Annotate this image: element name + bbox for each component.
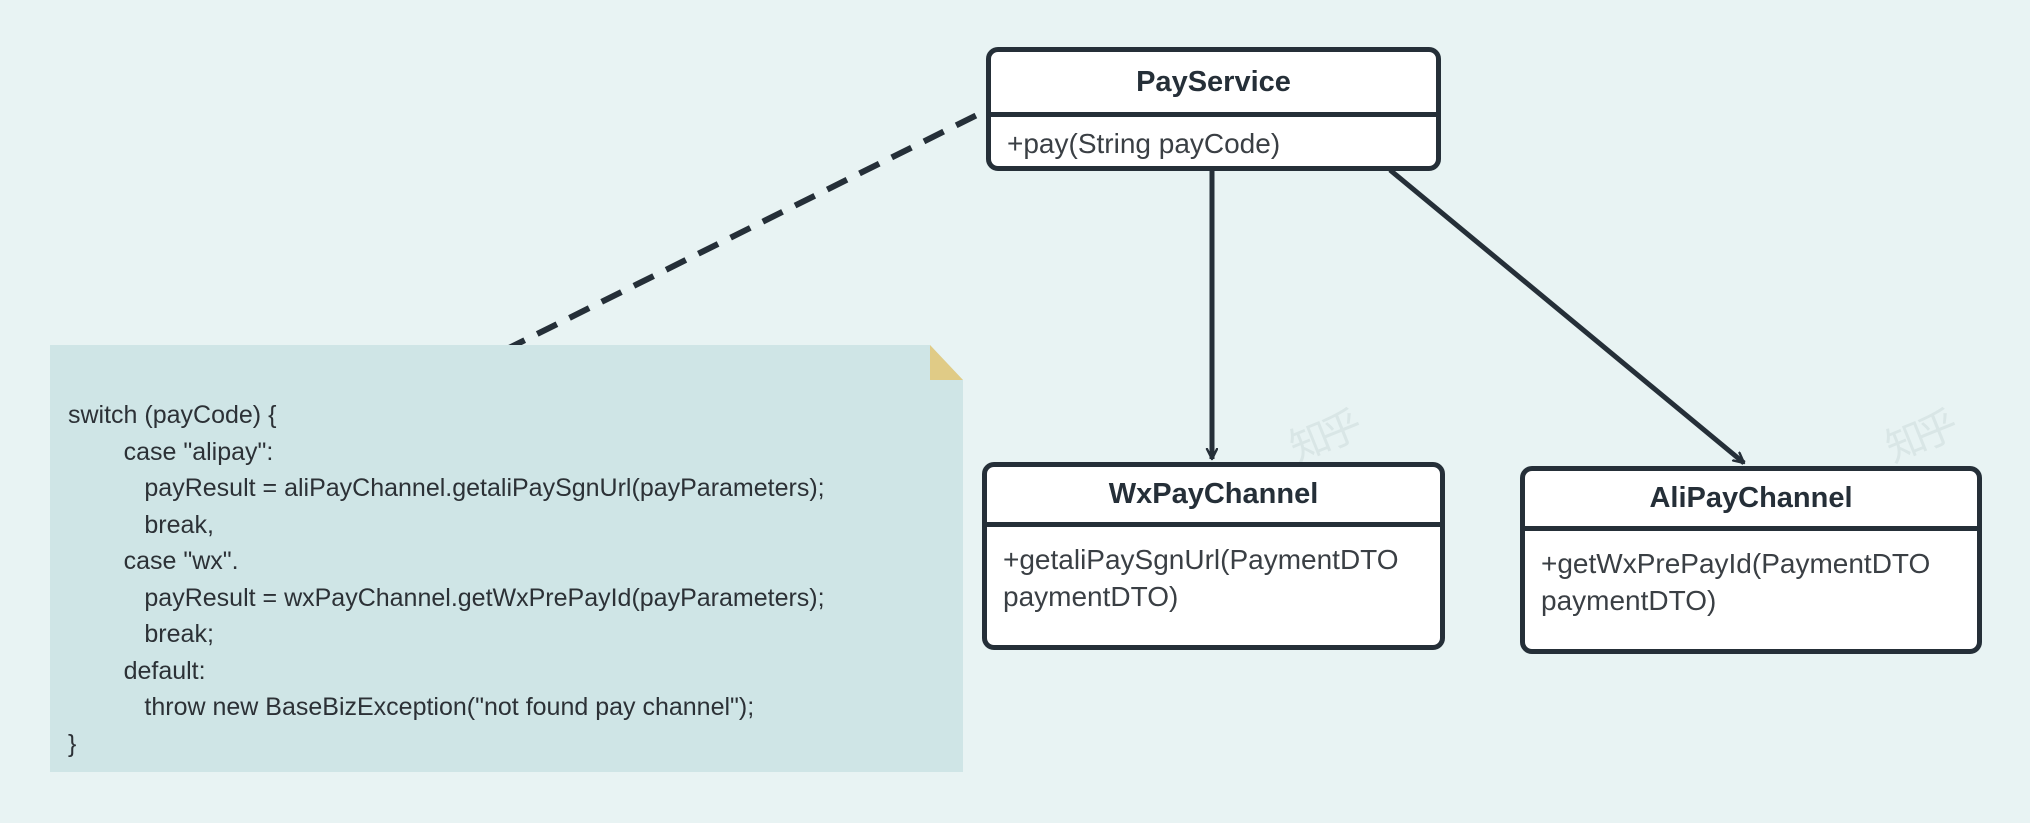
class-members-alipaychannel: +getWxPrePayId(PaymentDTO paymentDTO)	[1525, 531, 1977, 629]
class-divider	[987, 522, 1440, 527]
note-fold-corner-icon	[930, 345, 963, 380]
connector-note-to-payservice	[503, 109, 985, 353]
class-title-payservice: PayService	[1136, 65, 1291, 98]
class-box-payservice[interactable]: PayService +pay(String payCode)	[986, 47, 1441, 171]
class-member: +pay(String payCode)	[1007, 128, 1281, 159]
class-member: +getWxPrePayId(PaymentDTO paymentDTO)	[1541, 548, 1939, 617]
code-note[interactable]: switch (payCode) { case "alipay": payRes…	[50, 345, 963, 772]
class-member: +getaliPaySgnUrl(PaymentDTO paymentDTO)	[1003, 544, 1407, 613]
class-box-alipaychannel[interactable]: AliPayChannel +getWxPrePayId(PaymentDTO …	[1520, 466, 1982, 654]
watermark-right: 知乎	[1879, 403, 1960, 472]
note-body	[50, 345, 963, 772]
class-members-wxpaychannel: +getaliPaySgnUrl(PaymentDTO paymentDTO)	[987, 527, 1440, 625]
class-box-wxpaychannel[interactable]: WxPayChannel +getaliPaySgnUrl(PaymentDTO…	[982, 462, 1445, 650]
class-divider	[1525, 526, 1977, 531]
note-code-text: switch (payCode) { case "alipay": payRes…	[68, 401, 825, 758]
class-title-alipaychannel: AliPayChannel	[1649, 482, 1853, 514]
class-divider	[991, 112, 1436, 117]
connector-payservice-to-alipaychannel	[1388, 168, 1746, 465]
class-title-wxpaychannel: WxPayChannel	[1108, 478, 1319, 510]
class-members-payservice: +pay(String payCode)	[991, 117, 1436, 166]
